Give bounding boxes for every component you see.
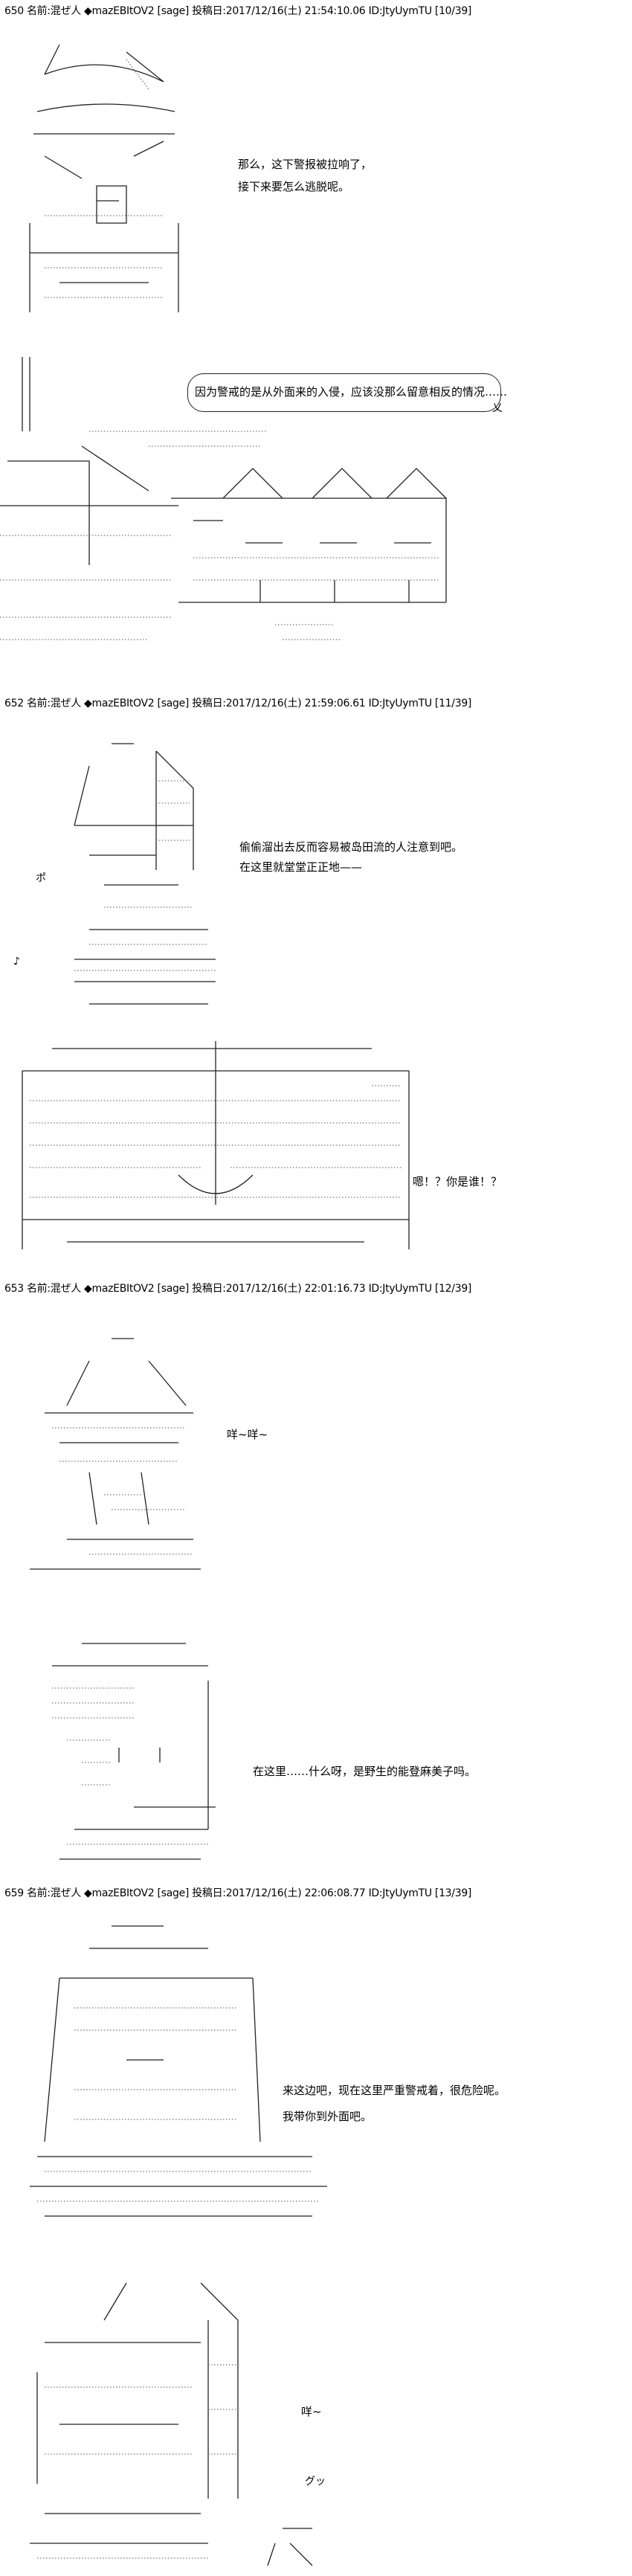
dialogue-line: 在这里……什么呀，是野生的能登麻美子吗。	[253, 1765, 477, 1778]
ascii-art-character	[15, 1919, 342, 2238]
dialogue-line: 接下来要怎么逃脱呢。	[238, 180, 350, 193]
bubble-text: 因为警戒的是从外面来的入侵，应该没那么留意相反的情况……	[195, 385, 508, 399]
bubble-tail: 乂	[492, 402, 503, 414]
dialogue-line: 偷偷溜出去反而容易被岛田流的人注意到吧。	[239, 840, 463, 854]
post-header-652: 652 名前:混ぜ人 ◆mazEBItOV2 [sage] 投稿日:2017/1…	[4, 698, 472, 709]
post-header-659: 659 名前:混ぜ人 ◆mazEBItOV2 [sage] 投稿日:2017/1…	[4, 1887, 472, 1899]
music-note-icon: ♪	[13, 956, 20, 967]
post-header-653: 653 名前:混ぜ人 ◆mazEBItOV2 [sage] 投稿日:2017/1…	[4, 1283, 472, 1295]
dialogue-line: 来这边吧，现在这里严重警戒着，很危险呢。	[283, 2084, 506, 2097]
dialogue-line: 咩~咩~	[227, 1428, 268, 1441]
dialogue-line: 我带你到外面吧。	[283, 2110, 373, 2123]
ascii-art-character	[15, 2276, 327, 2573]
ascii-art-character	[37, 1636, 230, 1874]
dialogue-line: 那么，这下警报被拉响了，	[238, 158, 373, 171]
ascii-art-character	[15, 30, 193, 320]
dialogue-line: 咩~	[301, 2405, 322, 2418]
sound-effect: ポ	[36, 872, 46, 884]
speech-bubble	[187, 373, 501, 412]
ascii-art-character	[45, 736, 238, 1019]
sound-effect: グッ	[305, 2476, 326, 2488]
dialogue-line: 嗯！？你是谁！？	[413, 1175, 503, 1188]
ascii-art-character	[15, 1331, 223, 1584]
ascii-art-castle	[0, 357, 520, 662]
ascii-art-scene	[7, 1041, 424, 1257]
post-header-650: 650 名前:混ぜ人 ◆mazEBItOV2 [sage] 投稿日:2017/1…	[4, 5, 472, 17]
dialogue-line: 在这里就堂堂正正地——	[239, 860, 363, 874]
